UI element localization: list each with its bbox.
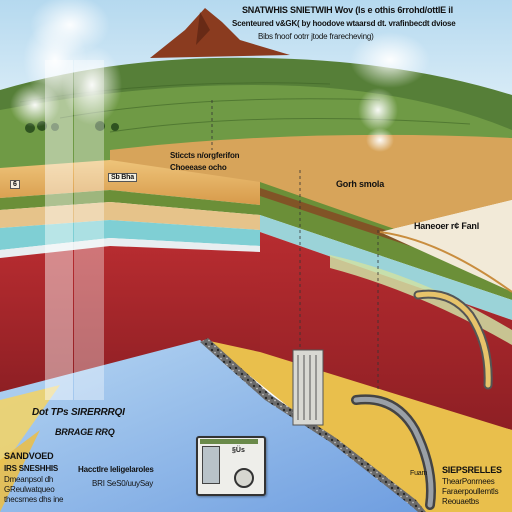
device-label-a: Hacctlre leligelaroles [78, 465, 154, 474]
strata-label-a: Sticcts n/orgferifon [170, 151, 240, 160]
lower-left-label-b: BRRAGE RRQ [55, 427, 115, 437]
reservoir [0, 340, 420, 512]
br-title: SIEPSRELLES [442, 465, 502, 475]
center-label: Gorh smola [336, 179, 385, 189]
strata-label-b: Choeease ocho [170, 163, 227, 172]
br-small-label: Fuam [410, 470, 428, 477]
corner-line-3: GReulwatqueo [4, 485, 55, 494]
sandstone-layer [205, 340, 512, 512]
br-line-2: Faraerpoullemtls [442, 487, 499, 496]
dial-icon [234, 468, 254, 488]
right-mid-label: Haneoer r¢ Fanl [414, 221, 480, 231]
box-label-right: Sb Bha [108, 173, 137, 183]
device-label-b: BRI SeS0/uuySay [92, 479, 154, 488]
br-line-1: ThearPonrnees [442, 477, 495, 486]
lower-left-label-a: Dot TPs SIRERRRQI [32, 407, 125, 418]
control-unit-header [200, 439, 258, 444]
control-unit-screen [202, 446, 220, 484]
title-line-1: SNATWHIS SNIETWIH Wov (ls e othis 6rrohd… [242, 5, 453, 15]
aquifer-layer [0, 220, 260, 250]
box-label-left: 6 [10, 180, 20, 190]
corner-line-2: Dmeanpsol dh [4, 475, 54, 484]
topsoil-layer [0, 160, 260, 205]
guide-lines [211, 100, 379, 390]
control-unit-tag: §Üs [232, 447, 245, 454]
corner-title: SANDVOED [4, 451, 54, 461]
steam-plumes [10, 0, 430, 400]
control-unit: §Üs [196, 436, 266, 496]
title-line-2: Scenteured v&GK( by hoodove wtaarsd dt. … [232, 19, 456, 28]
br-line-3: Reouaetbs [442, 497, 479, 506]
corner-line-4: thecsrnes dhs ine [4, 495, 64, 504]
title-line-3: Bibs fnoof ootrr jtode frarecheving) [258, 32, 374, 41]
corner-line-1: IRS SNESHHIS [4, 464, 59, 473]
mountain [150, 8, 290, 58]
